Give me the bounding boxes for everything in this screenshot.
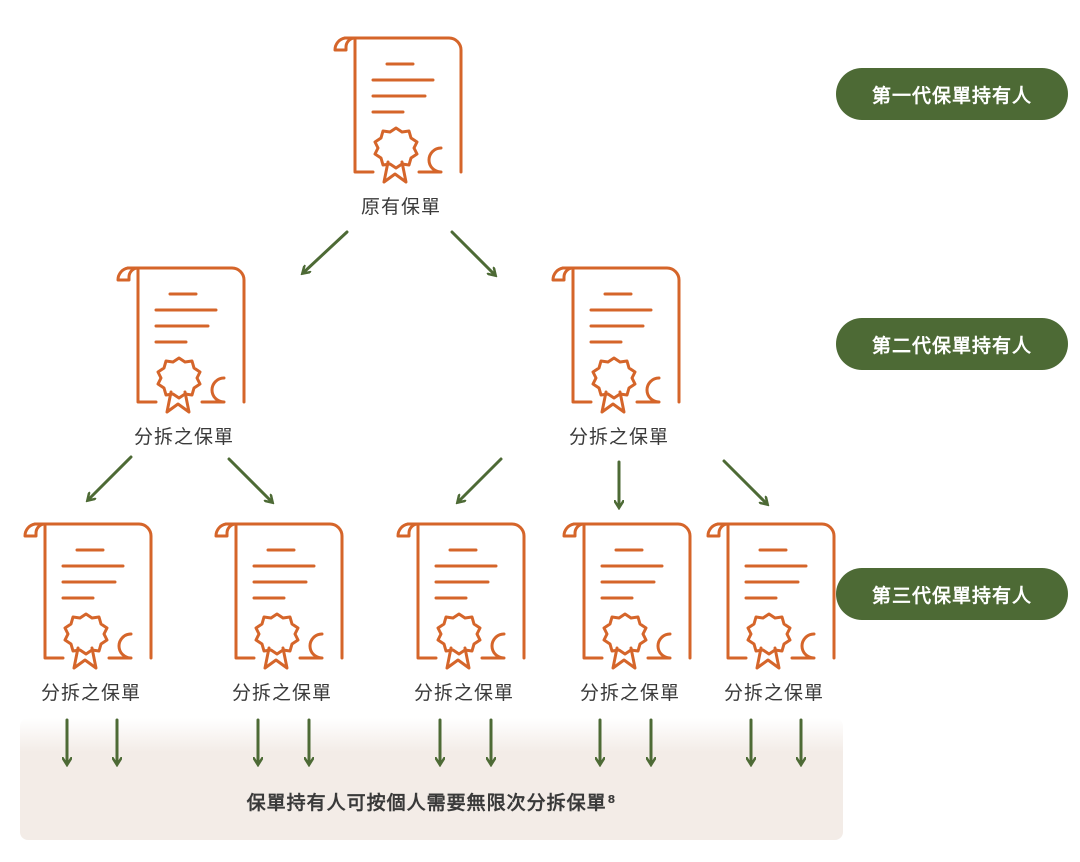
doc-split-policy-gen3-2: 分拆之保單	[212, 522, 352, 705]
doc-label: 分拆之保單	[40, 682, 141, 704]
certificate-scroll-icon	[23, 522, 153, 670]
doc-label: 分拆之保單	[231, 682, 332, 704]
doc-split-policy-gen3-4: 分拆之保單	[560, 522, 700, 705]
arrow-root-to-left	[303, 230, 349, 273]
doc-split-policy-gen3-3: 分拆之保單	[394, 522, 534, 705]
doc-label: 分拆之保單	[568, 426, 669, 448]
footer-note-text: 保單持有人可按個人需要無限次分拆保單	[246, 792, 607, 814]
gen1-holder-badge: 第一代保單持有人	[836, 68, 1068, 120]
doc-label: 分拆之保單	[413, 682, 514, 704]
certificate-scroll-icon	[706, 522, 836, 670]
doc-split-policy-gen3-1: 分拆之保單	[21, 522, 161, 705]
arrow-right-to-doc5	[722, 459, 767, 504]
gen3-holder-badge: 第三代保單持有人	[836, 568, 1068, 620]
certificate-scroll-icon	[551, 266, 681, 414]
certificate-scroll-icon	[333, 36, 463, 184]
doc-label: 分拆之保單	[723, 682, 824, 704]
arrow-left-to-doc2	[227, 457, 272, 502]
doc-label: 分拆之保單	[579, 682, 680, 704]
doc-split-policy-gen3-5: 分拆之保單	[704, 522, 844, 705]
doc-split-policy-gen2-1: 分拆之保單	[114, 266, 254, 449]
doc-original-policy: 原有保單	[331, 36, 471, 219]
arrow-right-to-doc3	[458, 457, 503, 502]
arrow-left-to-doc1	[88, 455, 133, 500]
footer-panel	[20, 718, 843, 840]
arrow-root-to-right	[450, 230, 495, 275]
doc-label: 原有保單	[360, 196, 441, 218]
footer-note: 保單持有人可按個人需要無限次分拆保單8	[20, 788, 843, 815]
doc-split-policy-gen2-2: 分拆之保單	[549, 266, 689, 449]
certificate-scroll-icon	[396, 522, 526, 670]
certificate-scroll-icon	[214, 522, 344, 670]
footnote-marker: 8	[607, 793, 617, 806]
certificate-scroll-icon	[116, 266, 246, 414]
gen2-holder-badge: 第二代保單持有人	[836, 318, 1068, 370]
certificate-scroll-icon	[562, 522, 692, 670]
doc-label: 分拆之保單	[133, 426, 234, 448]
